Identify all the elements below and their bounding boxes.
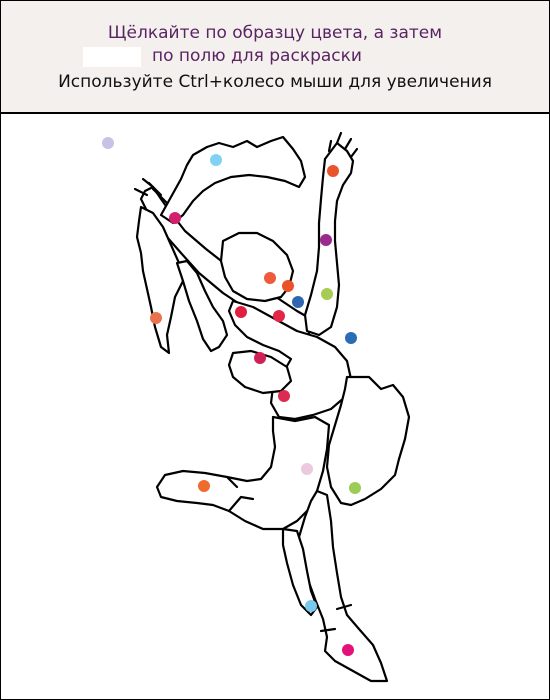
palette-dot-crimson[interactable] bbox=[235, 306, 247, 318]
coloring-canvas[interactable] bbox=[1, 114, 549, 699]
region-thigh[interactable] bbox=[155, 415, 331, 531]
palette-dot-vermilion[interactable] bbox=[282, 280, 294, 292]
knee-line bbox=[225, 475, 255, 513]
region-head[interactable] bbox=[219, 231, 295, 303]
left-hand-fingers bbox=[133, 177, 169, 205]
palette-dot-red[interactable] bbox=[273, 310, 285, 322]
instruction-line-2: по полю для раскраски bbox=[152, 46, 362, 66]
region-hair-mid[interactable] bbox=[175, 259, 229, 353]
palette-dot-coral[interactable] bbox=[264, 272, 276, 284]
selected-color-swatch bbox=[83, 47, 141, 67]
instruction-line-3: Используйте Ctrl+колесо мыши для увеличе… bbox=[58, 72, 492, 92]
palette-dot-lavender[interactable] bbox=[102, 137, 114, 149]
right-hand-fingers bbox=[327, 131, 359, 159]
palette-dot-rose[interactable] bbox=[278, 390, 290, 402]
palette-dot-orange-red[interactable] bbox=[327, 165, 339, 177]
palette-dot-raspberry[interactable] bbox=[254, 352, 266, 364]
palette-dot-olive-green[interactable] bbox=[349, 482, 361, 494]
region-torso[interactable] bbox=[227, 299, 353, 421]
region-hair[interactable] bbox=[159, 135, 307, 225]
palette-dot-hot-pink[interactable] bbox=[342, 644, 354, 656]
instruction-line-1: Щёлкайте по образцу цвета, а затем bbox=[107, 23, 443, 43]
palette-dot-tangerine[interactable] bbox=[198, 480, 210, 492]
color-palette bbox=[102, 137, 361, 656]
palette-dot-steel-blue[interactable] bbox=[345, 332, 357, 344]
palette-dot-sky-blue[interactable] bbox=[210, 154, 222, 166]
region-skirt-right[interactable] bbox=[325, 375, 411, 507]
foot-line bbox=[319, 603, 353, 633]
palette-dot-purple[interactable] bbox=[320, 234, 332, 246]
instructions-panel: Щёлкайте по образцу цвета, а затем по по… bbox=[1, 1, 549, 114]
palette-dot-light-blue[interactable] bbox=[305, 600, 317, 612]
coloring-picture bbox=[133, 131, 411, 683]
palette-dot-salmon[interactable] bbox=[150, 312, 162, 324]
palette-dot-pale-pink[interactable] bbox=[301, 463, 313, 475]
region-hair-left[interactable] bbox=[135, 205, 185, 355]
palette-dot-lime[interactable] bbox=[321, 288, 333, 300]
palette-dot-blue[interactable] bbox=[292, 296, 304, 308]
palette-dot-magenta[interactable] bbox=[169, 212, 181, 224]
